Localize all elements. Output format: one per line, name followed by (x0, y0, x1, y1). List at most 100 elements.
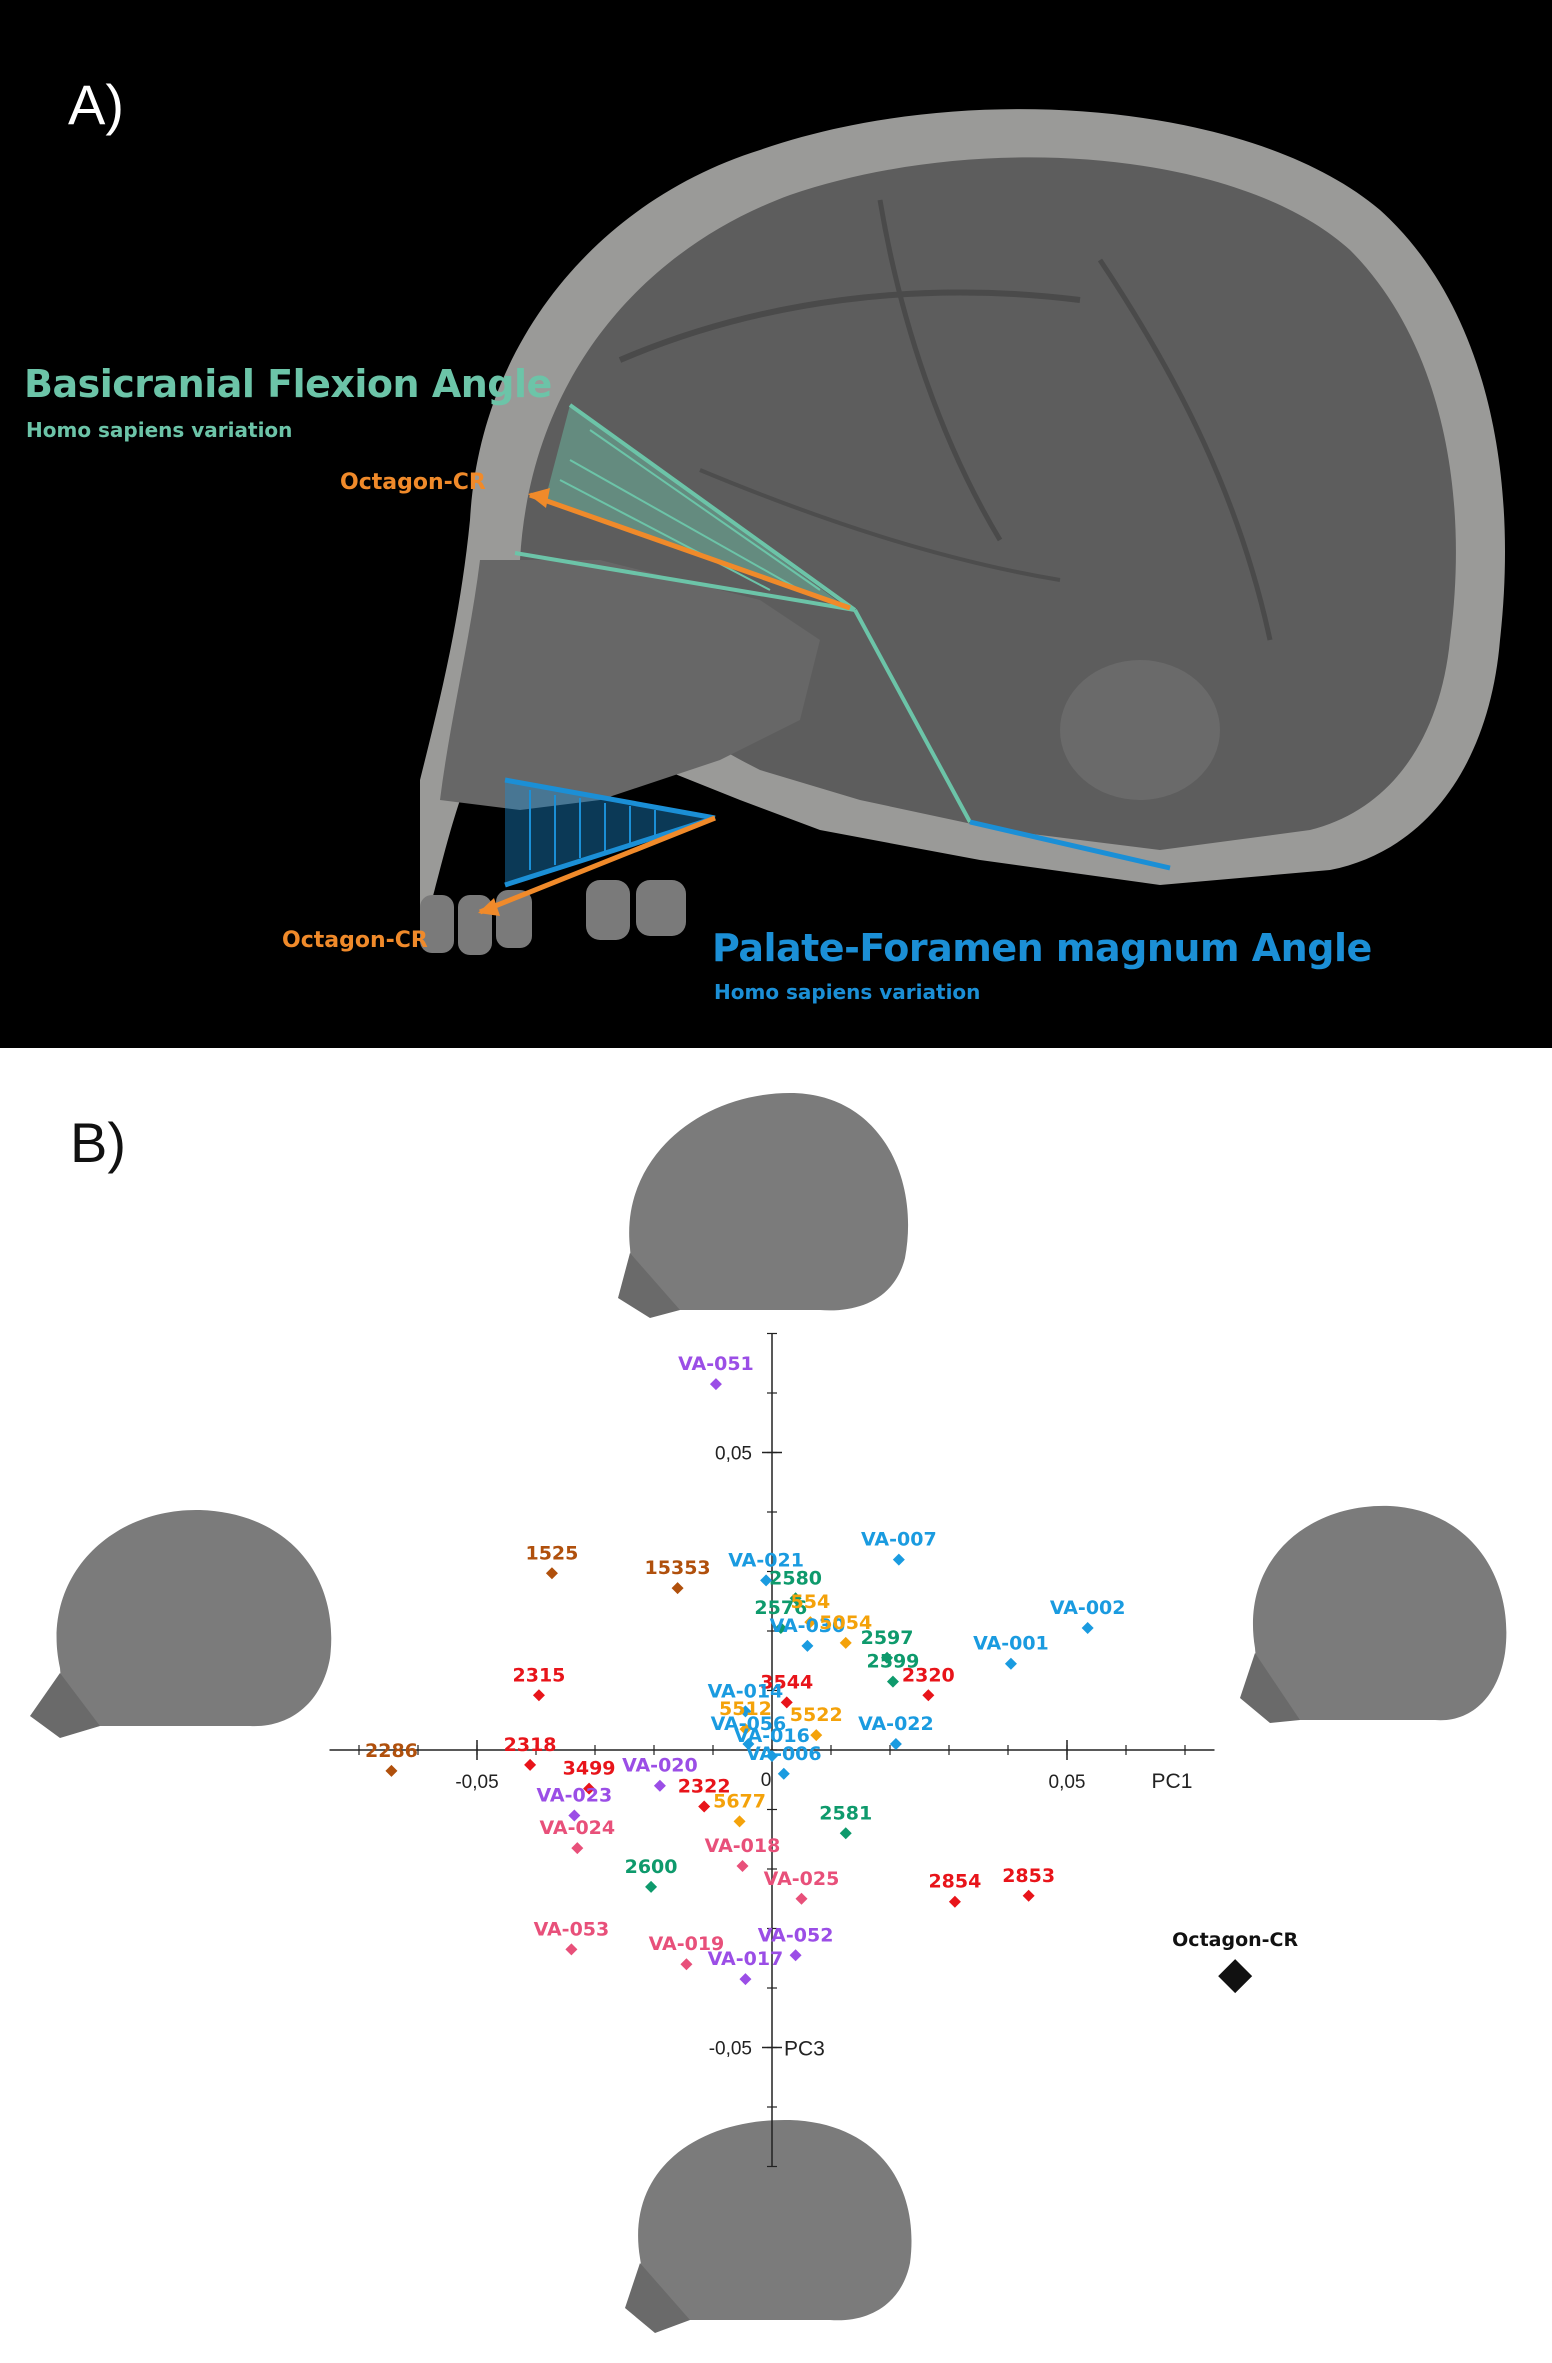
data-point-label: VA-007 (861, 1529, 937, 1551)
origin-label: 0 (761, 1770, 772, 1791)
data-point-label: 2853 (1002, 1865, 1055, 1887)
data-point (739, 1723, 752, 1736)
octagon-label-upper: Octagon-CR (340, 470, 486, 495)
data-point-label: 2322 (678, 1776, 731, 1798)
data-point (583, 1782, 596, 1795)
data-point (801, 1639, 814, 1652)
data-point (839, 1636, 852, 1649)
data-point-label: VA-056 (711, 1713, 787, 1735)
data-point (645, 1880, 658, 1893)
clivus-line (853, 609, 972, 823)
basicranial-flexion-subtitle: Homo sapiens variation (26, 418, 293, 442)
data-point-label: 2286 (365, 1740, 418, 1762)
data-point (804, 1616, 817, 1629)
palate-octagon-arrowhead (478, 898, 500, 916)
data-point-label: 2581 (819, 1802, 872, 1824)
x-axis-label: PC1 (1152, 1770, 1193, 1793)
octagon-label-lower: Octagon-CR (282, 928, 428, 953)
data-point-label: VA-017 (708, 1948, 784, 1970)
skull-texture-3 (1097, 258, 1273, 641)
data-point-label: 2854 (928, 1871, 981, 1893)
skull-thumbnail-left (30, 1509, 332, 1738)
data-point (698, 1800, 711, 1813)
data-point (524, 1758, 537, 1771)
data-point (1081, 1622, 1094, 1635)
teeth (420, 880, 686, 955)
data-point-label: 2315 (513, 1664, 566, 1686)
data-point (922, 1689, 935, 1702)
data-point-label: VA-002 (1050, 1597, 1126, 1619)
data-point (653, 1779, 666, 1792)
y-tick-label: -0,05 (709, 2039, 752, 2060)
data-point-label: 3544 (760, 1671, 813, 1693)
panel-a: A) Basicranial Flexion Angle Homo sapien… (0, 0, 1552, 1048)
data-point (760, 1574, 773, 1587)
data-point (568, 1809, 581, 1822)
data-point-label: 5677 (713, 1790, 766, 1812)
data-point (795, 1892, 808, 1905)
palate-variation-wedge (505, 780, 715, 885)
basicranial-flexion-title: Basicranial Flexion Angle (24, 362, 552, 406)
basicranial-octagon-arrowhead (528, 488, 550, 508)
data-point (789, 1592, 802, 1605)
data-point (671, 1582, 684, 1595)
data-point-label: VA-020 (622, 1755, 698, 1777)
data-point (739, 1973, 752, 1986)
data-point-label: 1525 (525, 1542, 578, 1564)
data-point-label: VA-053 (534, 1918, 610, 1940)
data-point (780, 1696, 793, 1709)
data-point (565, 1943, 578, 1956)
data-point-label: 2599 (867, 1651, 920, 1673)
skull-texture-4 (699, 468, 1061, 582)
data-point (948, 1895, 961, 1908)
data-point (385, 1764, 398, 1777)
foramen-magnum-line (969, 819, 1171, 871)
data-point-label: VA-025 (764, 1868, 840, 1890)
data-point (839, 1827, 852, 1840)
data-point-label: VA-018 (705, 1835, 781, 1857)
data-point-label: VA-051 (678, 1353, 754, 1375)
data-point-label: 2320 (902, 1664, 955, 1686)
panel-b-label: B) (70, 1111, 126, 1174)
data-point-label: VA-014 (708, 1680, 784, 1702)
basicranial-arrow-lower (514, 551, 856, 612)
basicranial-octagon-arrow (529, 492, 851, 611)
data-point (881, 1651, 894, 1664)
y-axis-label: PC3 (784, 2038, 825, 2061)
data-point (777, 1767, 790, 1780)
palate-hatch (529, 790, 656, 870)
skull-thumbnail-bottom (625, 2119, 912, 2333)
data-point (545, 1567, 558, 1580)
data-point-label: 2318 (504, 1734, 557, 1756)
x-tick-label: -0,05 (455, 1772, 498, 1793)
y-tick-label: 0,05 (715, 1444, 752, 1465)
basicranial-hatch (559, 429, 821, 591)
data-point-label: 2597 (861, 1627, 914, 1649)
basicranial-arrow-upper (568, 403, 857, 612)
data-point (733, 1815, 746, 1828)
data-point (742, 1738, 755, 1751)
data-point-label: VA-024 (539, 1817, 615, 1839)
data-point-label: VA-030 (770, 1615, 846, 1637)
data-point (1004, 1657, 1017, 1670)
palate-arrow-lower (504, 815, 716, 888)
skull-texture-2 (877, 199, 1003, 542)
data-point-label: VA-023 (537, 1784, 613, 1806)
data-point-label: 5054 (819, 1612, 872, 1634)
data-point-label: VA-052 (758, 1924, 834, 1946)
data-point (774, 1622, 787, 1635)
data-point-label: 554 (791, 1591, 831, 1613)
skull-lateral-section-image (420, 109, 1505, 955)
data-point-label: 5522 (790, 1704, 843, 1726)
data-point (889, 1738, 902, 1751)
octagon-cr-label: Octagon-CR (1172, 1929, 1298, 1951)
palate-foramen-title: Palate-Foramen magnum Angle (712, 926, 1372, 970)
data-point (766, 1749, 778, 1762)
data-point-label: VA-016 (734, 1725, 810, 1747)
data-point-label: 2576 (754, 1597, 807, 1619)
data-point-label: 15353 (645, 1557, 711, 1579)
x-tick-label: 0,05 (1049, 1772, 1086, 1793)
